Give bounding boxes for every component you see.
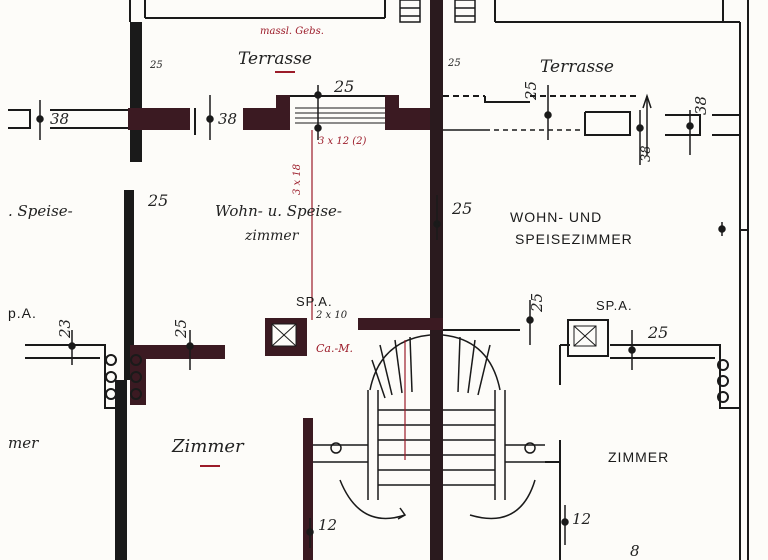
label-spa-right: SP.A. <box>596 298 633 313</box>
left-wall-mid <box>124 190 134 380</box>
dimension-ticks <box>36 85 726 548</box>
label-vertical-note: 3 x 18 <box>292 164 303 195</box>
lower-wall-left <box>303 418 313 560</box>
label-room-left: Zimmer <box>171 436 245 457</box>
label-room-right: ZIMMER <box>608 449 669 465</box>
spa-box-left <box>265 318 307 356</box>
chimney-left <box>105 354 142 400</box>
label-edge-sa: p.A. <box>8 305 37 321</box>
label-edge-mer: mer <box>8 434 39 452</box>
dim-25-lower-left: 25 <box>172 319 190 339</box>
dim-12-bottom-right: 12 <box>572 510 591 528</box>
party-wall <box>430 0 443 560</box>
dim-38-right-small: 38 <box>639 145 654 162</box>
label-living-right-2: SPEISEZIMMER <box>515 231 633 247</box>
stairs-left <box>310 334 431 520</box>
dim-25-top-right: 25 <box>447 58 461 69</box>
label-edge-speise: . Speise- <box>8 202 73 220</box>
stairs-right <box>442 334 545 520</box>
label-living-left-1: Wohn- u. Speise- <box>215 202 342 220</box>
dim-38-left: 38 <box>218 110 237 128</box>
dim-25-terrace-right: 25 <box>522 81 540 101</box>
label-terrace-right: Terrasse <box>540 57 614 77</box>
label-note-top: massl. Gebs. <box>260 26 324 37</box>
dim-25-mid-left: 25 <box>147 191 168 210</box>
left-partition <box>130 345 225 359</box>
label-stair-red: Ca.-M. <box>316 342 353 355</box>
top-walls <box>129 0 749 560</box>
dim-23-left: 23 <box>56 319 74 339</box>
dim-8-bottom: 8 <box>630 542 640 560</box>
label-stair-note: 2 x 10 <box>315 310 348 321</box>
label-window-note: 3 x 12 (2) <box>318 136 367 147</box>
dim-12-bottom-left: 12 <box>318 516 337 534</box>
dim-38-right: 38 <box>692 96 710 115</box>
dim-25-mid-center: 25 <box>451 199 472 218</box>
red-underlines <box>200 71 295 467</box>
stair-landing-wall <box>358 318 443 330</box>
dim-25-lower-right: 25 <box>647 323 668 342</box>
terrace-wall-band <box>8 95 740 136</box>
label-living-right-1: WOHN- UND <box>510 209 602 225</box>
dim-25-top-left: 25 <box>149 60 163 71</box>
label-living-left-2: zimmer <box>244 228 300 244</box>
chimney-right <box>717 359 729 403</box>
arrow-up <box>642 93 652 155</box>
label-terrace-left: Terrasse <box>238 49 312 69</box>
label-spa-left: SP.A. <box>296 294 333 309</box>
top-piers <box>399 0 476 23</box>
dim-25-stair-top: 25 <box>528 293 546 313</box>
dim-38-left-edge: 38 <box>50 110 69 128</box>
spa-box-right <box>567 319 609 357</box>
dim-25-window: 25 <box>333 77 354 96</box>
left-wall-upper <box>130 22 142 162</box>
left-wall-lower <box>115 380 127 560</box>
